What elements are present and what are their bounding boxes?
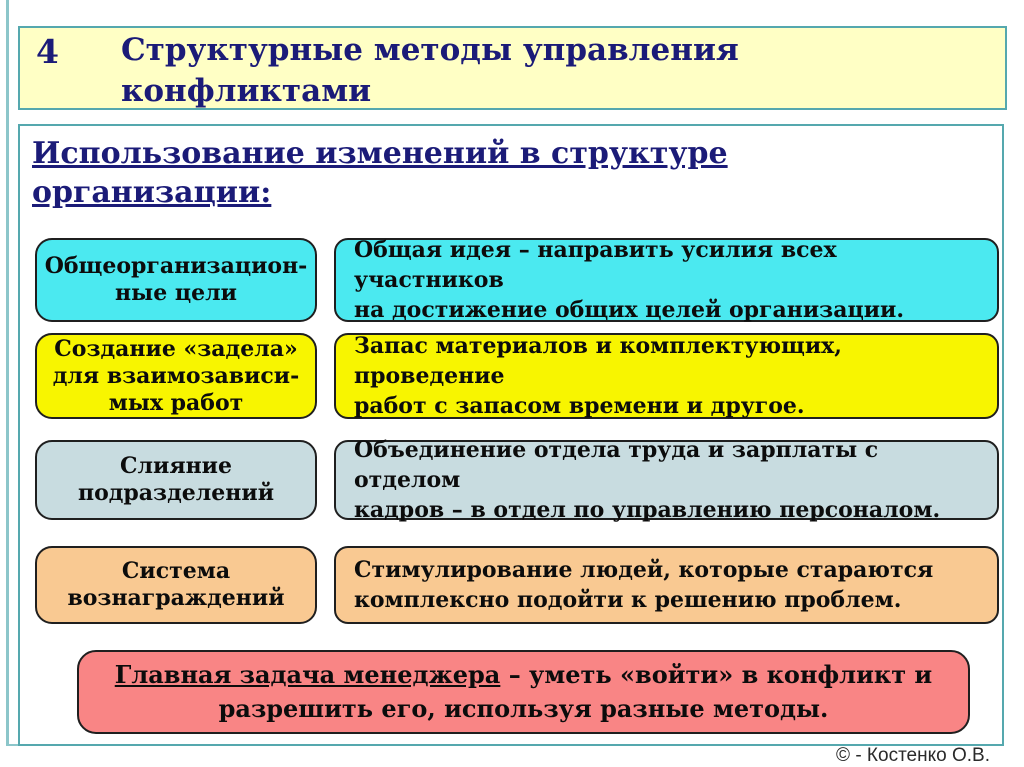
method-label-box: Слияние подразделений bbox=[35, 440, 317, 520]
method-row-buffer: Создание «задела» для взаимозависи- мых … bbox=[35, 333, 999, 419]
slide-number: 4 bbox=[36, 32, 59, 71]
slide-title: Структурные методы управления конфликтам… bbox=[120, 32, 739, 109]
method-label-box: Создание «задела» для взаимозависи- мых … bbox=[35, 333, 317, 419]
method-row-merge: Слияние подразделений Объединение отдела… bbox=[35, 437, 999, 523]
section-heading: Использование изменений в структуре орга… bbox=[32, 136, 728, 210]
manager-task-rest: – уметь «войти» в конфликт и разрешить е… bbox=[218, 660, 933, 723]
method-row-goals: Общеорганизацион- ные цели Общая идея – … bbox=[35, 237, 999, 323]
method-description-box: Запас материалов и комплектующих, провед… bbox=[334, 333, 999, 419]
slide-title-bar: 4 Структурные методы управления конфликт… bbox=[18, 26, 1007, 110]
copyright-credit: © - Костенко О.В. bbox=[836, 745, 990, 766]
slide-left-border-line bbox=[6, 0, 9, 746]
method-description-box: Объединение отдела труда и зарплаты с от… bbox=[334, 437, 999, 523]
manager-task-text: Главная задача менеджера – уметь «войти»… bbox=[107, 658, 940, 726]
method-label-box: Общеорганизацион- ные цели bbox=[35, 238, 317, 322]
method-description-box: Общая идея – направить усилия всех участ… bbox=[334, 237, 999, 323]
manager-task-underlined: Главная задача менеджера bbox=[114, 660, 501, 689]
content-panel: Использование изменений в структуре орга… bbox=[18, 124, 1004, 746]
method-description-box: Стимулирование людей, которые стараются … bbox=[334, 546, 999, 624]
manager-task-callout: Главная задача менеджера – уметь «войти»… bbox=[77, 650, 970, 734]
method-label-box: Система вознаграждений bbox=[35, 546, 317, 624]
method-row-rewards: Система вознаграждений Стимулирование лю… bbox=[35, 546, 999, 624]
